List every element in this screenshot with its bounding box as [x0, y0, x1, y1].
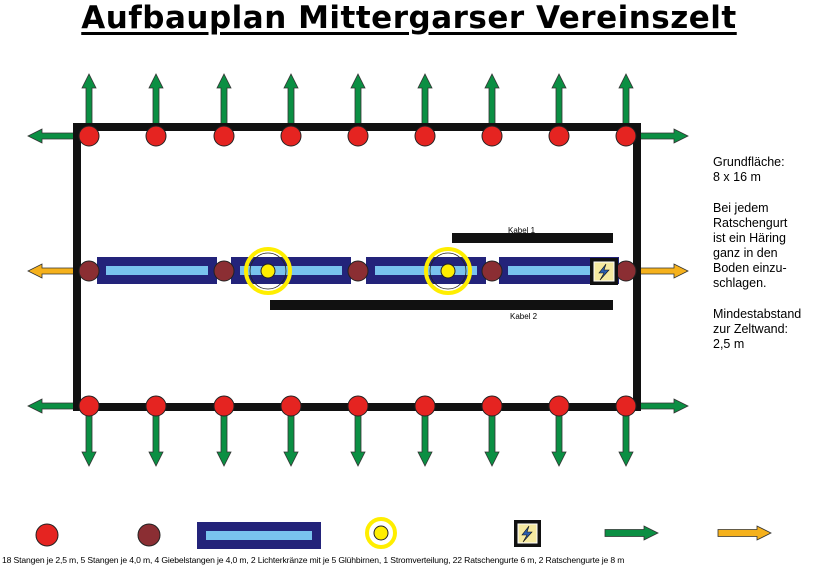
- legend-ratchet-strap-8m: [717, 525, 772, 541]
- lightning-bolt-icon: [521, 525, 533, 543]
- note-line: Grundfläche:: [713, 155, 785, 169]
- cable-2: [270, 300, 613, 310]
- note-paragraph: Grundfläche:8 x 16 m: [713, 155, 818, 185]
- lightning-bolt-icon: [598, 263, 610, 281]
- legend-power-distribution: [514, 520, 541, 547]
- legend-ratchet-strap-6m: [604, 525, 659, 541]
- pole-2-5m: [481, 395, 503, 417]
- note-line: Boden einzu-: [713, 261, 787, 275]
- pole-4m: [615, 260, 637, 282]
- pole-4m: [213, 260, 235, 282]
- pole-2-5m: [145, 395, 167, 417]
- note-line: ist ein Häring: [713, 231, 786, 245]
- note-line: ganz in den: [713, 246, 778, 260]
- legend-pole-4m: [137, 523, 161, 547]
- pole-4m: [481, 260, 503, 282]
- gable-pole-inner: [508, 266, 610, 275]
- cable-2-label: Kabel 2: [510, 312, 538, 321]
- note-line: zur Zeltwand:: [713, 322, 789, 336]
- legend-pole-2-5m: [35, 523, 59, 547]
- note-line: Bei jedem: [713, 201, 769, 215]
- pole-2-5m: [548, 395, 570, 417]
- pole-2-5m: [615, 125, 637, 147]
- cable-1-label: Kabel 1: [508, 226, 536, 235]
- cable-1: [452, 233, 613, 243]
- light-ring-outline: [249, 252, 287, 290]
- pole-2-5m: [481, 125, 503, 147]
- pole-2-5m: [280, 395, 302, 417]
- pole-2-5m: [615, 395, 637, 417]
- legend-gable-pole-inner: [206, 531, 312, 540]
- pole-2-5m: [414, 125, 436, 147]
- pole-2-5m: [213, 395, 235, 417]
- pole-2-5m: [280, 125, 302, 147]
- note-line: Ratschengurt: [713, 216, 788, 230]
- pole-2-5m: [145, 125, 167, 147]
- note-line: 2,5 m: [713, 337, 745, 351]
- pole-2-5m: [78, 125, 100, 147]
- pole-2-5m: [347, 395, 369, 417]
- legend-light-ring-bulb: [373, 525, 389, 541]
- power-distribution-box: [590, 258, 618, 285]
- pole-4m: [78, 260, 100, 282]
- pole-2-5m: [548, 125, 570, 147]
- page-title: Aufbauplan Mittergarser Vereinszelt: [81, 0, 737, 36]
- light-ring: [424, 247, 472, 295]
- pole-2-5m: [78, 395, 100, 417]
- pole-2-5m: [213, 125, 235, 147]
- light-ring: [244, 247, 292, 295]
- pole-2-5m: [347, 125, 369, 147]
- note-line: Mindestabstand: [713, 307, 802, 321]
- light-ring-outline: [429, 252, 467, 290]
- pole-4m: [347, 260, 369, 282]
- note-line: 8 x 16 m: [713, 170, 761, 184]
- light-bulb: [260, 263, 276, 279]
- gable-pole-inner: [106, 266, 208, 275]
- pole-2-5m: [414, 395, 436, 417]
- legend-caption: 18 Stangen je 2,5 m, 5 Stangen je 4,0 m,…: [2, 555, 625, 565]
- note-line: schlagen.: [713, 276, 767, 290]
- light-bulb: [440, 263, 456, 279]
